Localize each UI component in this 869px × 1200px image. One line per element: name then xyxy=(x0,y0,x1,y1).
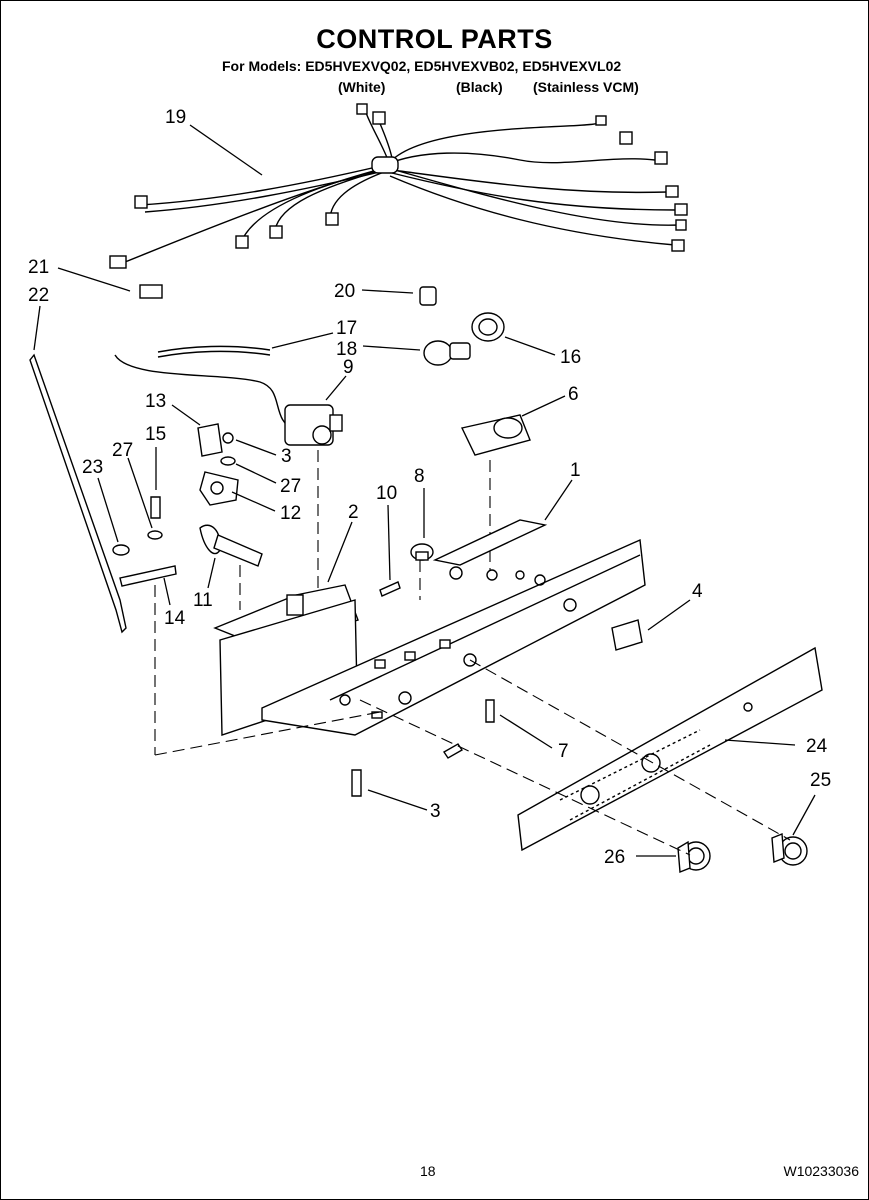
grommet-drawing xyxy=(410,543,434,561)
variant-label-stainless: (Stainless VCM) xyxy=(533,79,639,95)
thermostat-drawing xyxy=(284,404,343,600)
callout-label: 1 xyxy=(570,460,581,481)
callout-label: 17 xyxy=(336,318,357,339)
light-bulb-drawing xyxy=(423,340,471,366)
callout-label: 19 xyxy=(165,107,186,128)
callout-label: 21 xyxy=(28,257,49,278)
page-number: 18 xyxy=(420,1163,436,1179)
callout-label: 16 xyxy=(560,347,581,368)
callout-label: 26 xyxy=(604,847,625,868)
leader-lines xyxy=(33,124,816,857)
callout-label: 3 xyxy=(281,446,292,467)
callout-label: 18 xyxy=(336,339,357,360)
callout-label: 27 xyxy=(280,476,301,497)
callout-label: 13 xyxy=(145,391,166,412)
callout-label: 6 xyxy=(568,384,579,405)
screw-drawing xyxy=(379,581,401,597)
rod-drawing xyxy=(29,353,127,634)
light-socket-drawing xyxy=(471,312,505,342)
screw-drawing xyxy=(485,699,495,723)
variant-label-white: (White) xyxy=(338,79,386,95)
callout-label: 14 xyxy=(164,608,186,629)
callout-label: 15 xyxy=(145,424,166,445)
defrost-timer-drawing xyxy=(460,414,531,570)
callout-label: 25 xyxy=(810,770,831,791)
callout-label: 22 xyxy=(28,285,49,306)
capillary-drawing xyxy=(114,354,296,431)
lever-group-drawing xyxy=(112,496,177,755)
variant-label-black: (Black) xyxy=(456,79,503,95)
control-housing-drawing xyxy=(261,519,646,736)
callout-label: 3 xyxy=(430,801,441,822)
callout-label: 20 xyxy=(334,281,355,302)
document-number: W10233036 xyxy=(783,1163,859,1179)
wire-clip-drawing xyxy=(139,284,163,299)
assembly-lines xyxy=(154,560,791,856)
callout-label: 27 xyxy=(112,440,133,461)
callout-label: 2 xyxy=(348,502,359,523)
knob-drawing xyxy=(771,832,808,866)
wiring-harness-drawing xyxy=(109,103,688,269)
control-panel-drawing xyxy=(517,646,823,852)
switch-drawing xyxy=(611,619,643,651)
screw-drawing xyxy=(443,743,463,759)
screw-drawing xyxy=(351,769,362,797)
light-clip-drawing xyxy=(419,286,437,306)
callout-label: 11 xyxy=(193,590,213,611)
models-line: For Models: ED5HVEXVQ02, ED5HVEXVB02, ED… xyxy=(222,58,622,74)
callout-label: 4 xyxy=(692,581,703,602)
bracket-group-drawing xyxy=(197,423,239,506)
callout-labels: 19 21 22 20 17 18 16 9 6 13 15 3 27 23 2… xyxy=(28,107,831,868)
page-title: CONTROL PARTS xyxy=(316,24,553,54)
callout-label: 12 xyxy=(280,503,301,524)
callout-label: 7 xyxy=(558,741,569,762)
control-shaft-drawing xyxy=(199,524,263,610)
tube-drawing xyxy=(157,345,271,353)
callout-label: 23 xyxy=(82,457,103,478)
callout-label: 9 xyxy=(343,357,354,378)
knob-drawing xyxy=(677,840,711,874)
callout-label: 10 xyxy=(376,483,397,504)
callout-label: 8 xyxy=(414,466,425,487)
callout-label: 24 xyxy=(806,736,828,757)
